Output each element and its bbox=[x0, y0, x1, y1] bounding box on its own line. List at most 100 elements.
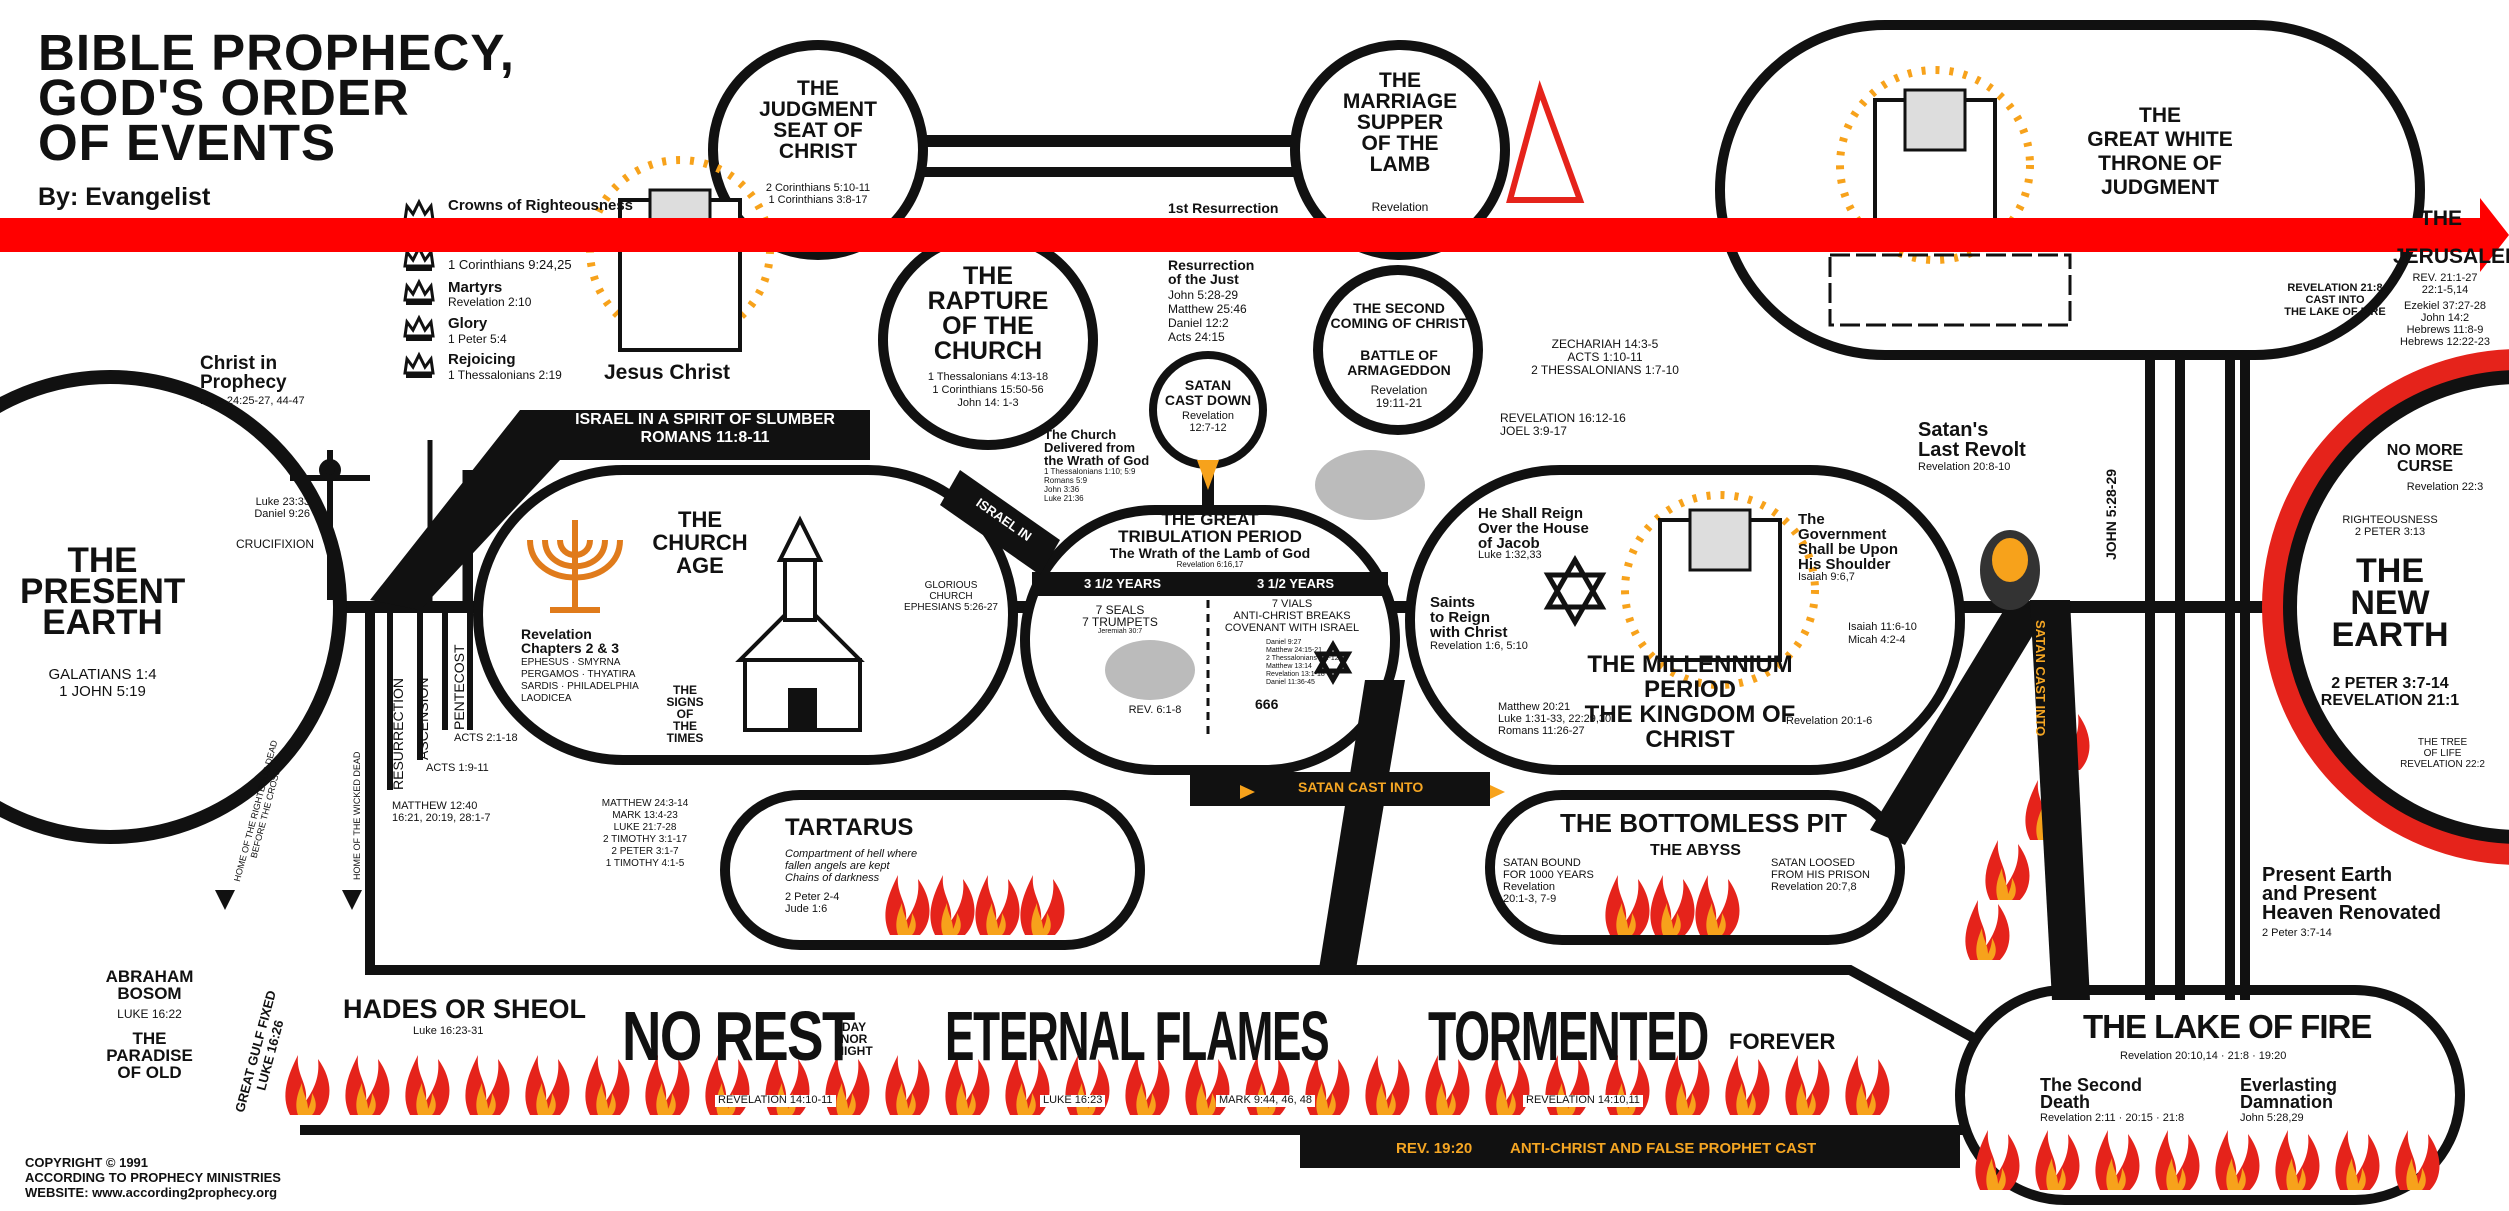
rap-line-2: RAPTURE bbox=[927, 287, 1049, 315]
rhj-1: He Shall Reign bbox=[1478, 505, 1584, 522]
throne-millennium-icon bbox=[1621, 491, 1819, 689]
bottom-crowd-icon bbox=[1828, 253, 2072, 327]
government-shoulder: The Government Shall be Upon His Shoulde… bbox=[1798, 512, 1898, 572]
wt-line-3: THRONE OF bbox=[2098, 152, 2222, 175]
pe-line-1: THE bbox=[67, 541, 138, 580]
pe-line-2: PRESENT bbox=[20, 572, 186, 611]
second-death-ref: Revelation 2:11 · 20:15 · 21:8 bbox=[2040, 1112, 2185, 1124]
cr-ref-2: Daniel 9:26 bbox=[254, 508, 310, 520]
cd-line-3: the Wrath of God bbox=[1044, 453, 1150, 468]
td-3: Chains of darkness bbox=[785, 872, 880, 884]
sr-a: Saints bbox=[1430, 594, 1476, 611]
white-throne-title: THE GREAT WHITE THRONE OF JUDGMENT bbox=[2060, 104, 2260, 200]
revelation-joel-refs: REVELATION 16:12-16 JOEL 3:9-17 bbox=[1500, 412, 1626, 438]
crown-label-4: Glory bbox=[448, 315, 488, 332]
sl-3: Revelation 20:7,8 bbox=[1771, 881, 1857, 893]
tribulation-title: THE GREAT TRIBULATION PERIOD bbox=[1060, 511, 1360, 545]
abraham-bosom: ABRAHAM BOSOM bbox=[82, 968, 217, 1002]
tar-2: Jude 1:6 bbox=[785, 903, 828, 915]
crown-label-1: Crowns of Righteousness bbox=[448, 197, 634, 214]
title-line-1: BIBLE PROPHECY, bbox=[38, 24, 515, 81]
lake-of-fire-ref: Revelation 20:10,14 · 21:8 · 19:20 bbox=[2120, 1050, 2287, 1062]
rhj-3: of Jacob bbox=[1478, 535, 1540, 552]
crown-ref-5: 1 Thessalonians 2:19 bbox=[448, 368, 562, 382]
zr-2: ACTS 1:10-11 bbox=[1567, 350, 1643, 364]
crucifixion-label: CRUCIFIXION bbox=[236, 537, 314, 551]
vc-1: 7 VIALS bbox=[1271, 598, 1313, 610]
er-1: Present Earth bbox=[2262, 864, 2393, 886]
tree-of-life: THE TREE OF LIFE REVELATION 22:2 bbox=[2385, 737, 2500, 770]
isaiah-micah-refs: Isaiah 11:6-10 Micah 4:2-4 bbox=[1848, 621, 1917, 647]
sot-3: OF bbox=[676, 707, 694, 721]
td-2: fallen angels are kept bbox=[785, 860, 890, 872]
mb-3: Romans 11:26-27 bbox=[1498, 725, 1585, 737]
present-earth-circle bbox=[0, 370, 347, 844]
rj-ref-2: Matthew 25:46 bbox=[1168, 302, 1247, 316]
resurrection-just-refs: John 5:28-29 Matthew 25:46 Daniel 12:2 A… bbox=[1168, 288, 1247, 344]
sr-1: MATTHEW 24:3-14 bbox=[601, 798, 689, 809]
mt-2: 16:21, 20:19, 28:1-7 bbox=[392, 812, 491, 824]
isl-1: ISRAEL IN A SPIRIT OF SLUMBER bbox=[575, 411, 835, 428]
christ-in-prophecy-ref: Luke 24:25-27, 44-47 bbox=[200, 395, 305, 407]
righteousness-ref: RIGHTEOUSNESS 2 PETER 3:13 bbox=[2330, 514, 2450, 538]
church-3: SARDIS · PHILADELPHIA bbox=[521, 681, 639, 692]
tabernacle-icon bbox=[1506, 80, 1585, 203]
cd-ref-2: Romans 5:9 bbox=[1044, 476, 1088, 485]
st-2: 7 TRUMPETS bbox=[1082, 615, 1158, 629]
cr-ref-1: Luke 23:33 bbox=[255, 496, 310, 508]
ascension-label: ASCENSION bbox=[415, 677, 431, 760]
jesus-christ-label: Jesus Christ bbox=[604, 361, 731, 384]
ne-line-3: EARTH bbox=[2331, 616, 2449, 654]
antichrist-band bbox=[1300, 1130, 1960, 1168]
sr-b: to Reign bbox=[1430, 609, 1490, 626]
bottomless-pit-title: THE BOTTOMLESS PIT bbox=[1560, 808, 1847, 838]
church-delivered: The Church Delivered from the Wrath of G… bbox=[1044, 428, 1149, 467]
ner-2: REVELATION 21:1 bbox=[2320, 692, 2460, 709]
satan-cast-into-label: SATAN CAST INTO bbox=[1298, 779, 1424, 795]
star-of-david-icon bbox=[1313, 554, 1607, 686]
er-2: and Present bbox=[2262, 883, 2377, 905]
rev-19-20-label: REV. 19:20 bbox=[1396, 1140, 1473, 1157]
church-1: EPHESUS · SMYRNA bbox=[521, 657, 621, 668]
everlasting-damnation: Everlasting Damnation bbox=[2240, 1075, 2338, 1111]
gc-3: EPHESIANS 5:26-27 bbox=[904, 602, 998, 613]
isaiah-9-ref: Isaiah 9:6,7 bbox=[1798, 571, 1855, 583]
scd-ref-2: 12:7-12 bbox=[1189, 422, 1227, 434]
footer-line-2: ACCORDING TO PROPHECY MINISTRIES bbox=[25, 1170, 281, 1185]
mil-1: THE MILLENNIUM PERIOD bbox=[1587, 651, 1793, 703]
cd-line-1: The Church bbox=[1044, 427, 1117, 442]
js-ref-1: 2 Corinthians 5:10-11 bbox=[765, 182, 871, 194]
st-1: 7 SEALS bbox=[1095, 603, 1145, 617]
marriage-supper-circle bbox=[1290, 40, 1510, 260]
ar-line-1: BATTLE OF bbox=[1360, 347, 1438, 363]
gs-1: The bbox=[1798, 511, 1825, 528]
crucifix-icon bbox=[290, 450, 370, 600]
new-earth-sun bbox=[2262, 349, 2509, 865]
tr-line-2: TRIBULATION PERIOD bbox=[1118, 527, 1302, 546]
trr-3: 2 Thessalonians 2:1-12 bbox=[1266, 655, 1339, 662]
js-line-1: THE bbox=[797, 77, 839, 100]
im-1: Isaiah 11:6-10 bbox=[1848, 621, 1917, 633]
pe-ref-1: GALATIANS 1:4 bbox=[48, 666, 157, 683]
bottomless-pit-frame bbox=[1485, 790, 1905, 945]
millennium-title: THE MILLENNIUM PERIOD THE KINGDOM OF CHR… bbox=[1550, 652, 1830, 752]
sot-5: TIMES bbox=[666, 731, 704, 745]
ci-line-2: CAST INTO bbox=[2305, 294, 2365, 306]
no-more-curse: NO MORE CURSE bbox=[2370, 443, 2480, 475]
nmc-1: NO MORE bbox=[2386, 442, 2464, 459]
banner-ref-3: MARK 9:44, 46, 48 bbox=[1216, 1094, 1315, 1107]
tartarus-title: TARTARUS bbox=[785, 814, 914, 841]
cast-into-lake-refs: REVELATION 21:8 CAST INTO THE LAKE OF FI… bbox=[2280, 282, 2390, 318]
seals-trumpets: 7 SEALS 7 TRUMPETS bbox=[1065, 604, 1175, 628]
sl-2: FROM HIS PRISON bbox=[1771, 869, 1871, 881]
pe-line-3: EARTH bbox=[42, 603, 163, 642]
saints-ref: Revelation 1:6, 5:10 bbox=[1430, 640, 1528, 652]
volcano-icon bbox=[1980, 530, 2040, 610]
ed-1: Everlasting bbox=[2240, 1075, 2338, 1095]
sr-6: 1 TIMOTHY 4:1-5 bbox=[605, 858, 685, 869]
mil-2: THE KINGDOM OF bbox=[1584, 701, 1796, 728]
satan-cast-down-title: SATAN CAST DOWN bbox=[1158, 378, 1258, 408]
rap-ref-1: 1 Thessalonians 4:13-18 bbox=[927, 371, 1049, 383]
